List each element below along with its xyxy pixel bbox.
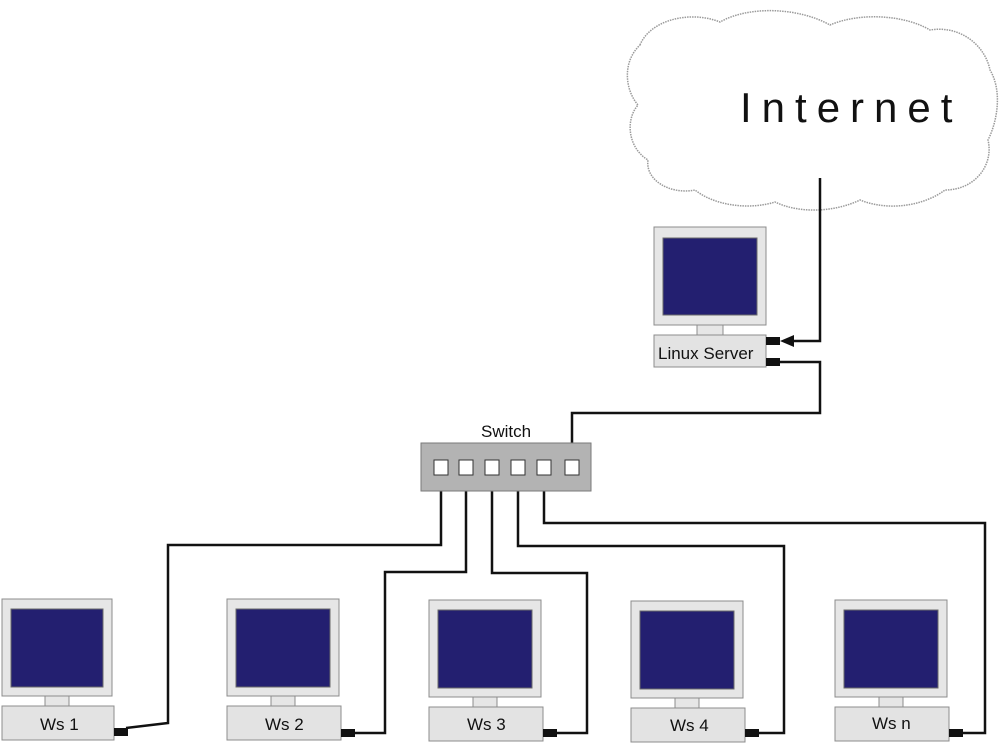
switch-port-5 [536, 459, 552, 476]
internet-to-server-cable [792, 178, 822, 343]
cable-ws-4 [516, 474, 786, 735]
ws-n-screen [843, 609, 939, 689]
cable-ws-2 [353, 474, 468, 735]
cable-ws-n [542, 474, 987, 735]
switch-port-1 [433, 459, 449, 476]
ws-3-neck [472, 696, 498, 708]
workstation-2: Ws 2 [226, 598, 355, 741]
server-base [653, 334, 767, 368]
ws-1-port [114, 728, 128, 736]
workstation-n: Ws n [834, 599, 963, 742]
cable-ws-1 [125, 474, 443, 730]
switch: Switch [420, 422, 592, 492]
workstation-1: Ws 1 [1, 598, 128, 741]
ws-3-label: Ws 3 [467, 715, 506, 734]
ws-2-port [341, 729, 355, 737]
switch-port-uplink [564, 459, 580, 476]
ws-4-screen [639, 610, 735, 690]
ws-4-port [745, 729, 759, 737]
ws-n-port [949, 729, 963, 737]
ws-2-label: Ws 2 [265, 715, 304, 734]
ws-n-label: Ws n [872, 714, 911, 733]
server-port-in [766, 337, 780, 345]
linux-server: Linux Server [653, 226, 780, 368]
ws-4-base [630, 707, 746, 743]
server-inbound-arrow [780, 335, 794, 347]
server-label: Linux Server [658, 344, 754, 363]
workstation-4: Ws 4 [630, 600, 759, 743]
switch-port-4 [510, 459, 526, 476]
ws-4-label: Ws 4 [670, 716, 709, 735]
switch-port-3 [484, 459, 500, 476]
ws-1-base [1, 705, 115, 741]
ws-1-label: Ws 1 [40, 715, 79, 734]
ws-3-port [543, 729, 557, 737]
ws-n-neck [878, 696, 904, 708]
server-port-out [766, 358, 780, 366]
switch-port-2 [458, 459, 474, 476]
internet-label: Internet [740, 84, 962, 131]
ws-1-screen [10, 608, 104, 688]
ws-4-neck [674, 697, 700, 709]
switch-body [420, 442, 592, 492]
switch-label: Switch [481, 422, 531, 441]
internet-cloud: Internet [626, 9, 999, 211]
server-to-switch-cable [570, 360, 822, 448]
cloud-shape [626, 9, 999, 211]
workstation-3: Ws 3 [428, 599, 557, 742]
server-monitor-neck [696, 324, 724, 336]
cables [125, 178, 987, 735]
ws-3-base [428, 706, 544, 742]
ws-2-screen [235, 608, 331, 688]
ws-n-base [834, 706, 950, 742]
ws-1-neck [44, 695, 70, 707]
cable-ws-3 [490, 474, 589, 735]
ws-2-base [226, 705, 342, 741]
server-screen [662, 237, 758, 316]
ws-2-neck [270, 695, 296, 707]
ws-3-screen [437, 609, 533, 689]
